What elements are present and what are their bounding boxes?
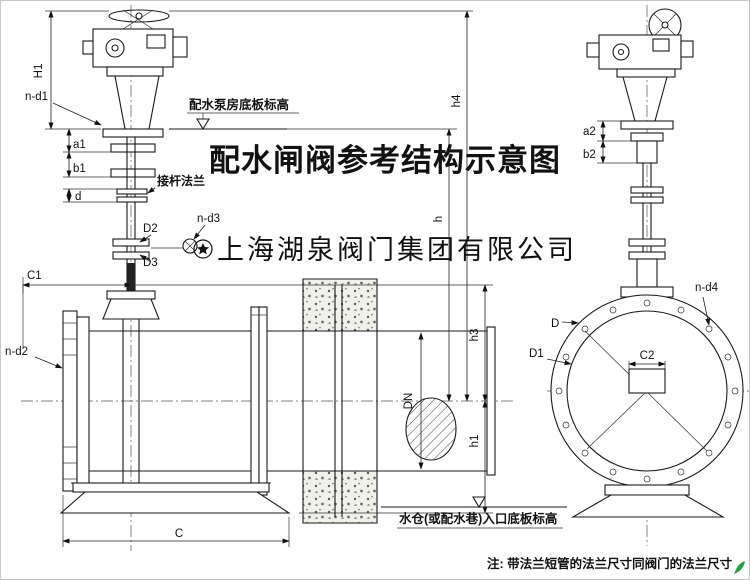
left-stem-assembly [102, 128, 164, 320]
bolt-symbol [151, 238, 198, 254]
level-marks: 配水泵房底板标高 水仓(或配水巷)入口底板标高 [169, 97, 567, 529]
dim-label-d: d [75, 191, 81, 203]
right-support-base [570, 484, 726, 518]
dim-label-H1: H1 [33, 64, 45, 79]
stem-coupling [127, 263, 135, 293]
left-actuator-motor [82, 28, 188, 77]
dim-label-h4: h4 [451, 94, 463, 107]
center-boss [628, 368, 666, 394]
right-actuator [586, 8, 694, 122]
dim-label-n-d4: n-d4 [695, 282, 719, 294]
dim-label-a2: a2 [583, 126, 596, 138]
dim-label-D: D [551, 318, 559, 330]
dim-label-n-d2: n-d2 [5, 346, 28, 358]
dim-label-D2: D2 [143, 223, 158, 235]
elevation-triangle-bottom [472, 496, 486, 509]
dim-label-DN: DN [403, 393, 415, 410]
corner-badge-icon [734, 561, 745, 574]
dim-label-C: C [175, 528, 183, 540]
dim-label-b2: b2 [583, 149, 596, 161]
dim-label-D3: D3 [143, 257, 158, 269]
elevation-triangle-top [196, 118, 210, 131]
bolt-circle [555, 299, 739, 483]
dim-label-C1: C1 [27, 270, 42, 282]
left-actuator-handwheel [108, 9, 170, 30]
concrete-wall [302, 278, 378, 524]
flange-note: 注: 带法兰短管的法兰尺寸同阀门的法兰尺寸 [487, 556, 733, 571]
dim-label-h: h [433, 216, 445, 222]
left-view [21, 5, 513, 551]
dim-label-h3: h3 [469, 329, 481, 342]
company-logo-icon [193, 239, 213, 259]
dim-label-n-d3: n-d3 [197, 213, 220, 225]
right-body-circle [550, 294, 744, 488]
right-stem-assembly [620, 120, 674, 298]
left-yoke [114, 75, 160, 130]
dimension-lines: H1 n-d1 a1 b1 d 接杆法兰 D2 n-d3 D3 C1 n-d2 [5, 10, 719, 547]
overlay-text: 配水闸阀参考结构示意图 上海湖泉阀门集团有限公司 注: 带法兰短管的法兰尺寸同阀… [193, 143, 745, 574]
dim-label-h1: h1 [469, 435, 481, 448]
right-view [547, 5, 749, 546]
dim-label-n-d1: n-d1 [25, 91, 48, 103]
dim-label-C2: C2 [640, 350, 655, 362]
dim-label-D1: D1 [529, 348, 544, 360]
pump-floor-label: 配水泵房底板标高 [189, 97, 289, 112]
left-support-base [59, 482, 291, 514]
dim-label-b1: b1 [73, 163, 86, 175]
rod-flange-label: 接杆法兰 [157, 173, 205, 188]
diagram-title: 配水闸阀参考结构示意图 [209, 143, 561, 178]
dim-label-a1: a1 [73, 139, 86, 151]
company-name: 上海湖泉阀门集团有限公司 [217, 235, 577, 265]
inlet-floor-label: 水仓(或配水巷)入口底板标高 [399, 511, 557, 526]
